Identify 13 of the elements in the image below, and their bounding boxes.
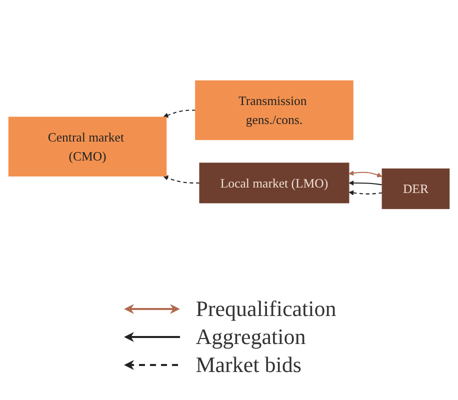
node-box: [195, 80, 354, 140]
node-box: [199, 162, 350, 204]
node-box: [382, 168, 450, 210]
arrow: [348, 190, 382, 196]
legend-label: Aggregation: [196, 324, 306, 350]
node-box: [8, 117, 167, 177]
legend-label: Market bids: [196, 352, 302, 378]
legend-label: Prequalification: [196, 296, 336, 322]
arrow: [348, 180, 382, 186]
arrow: [163, 176, 200, 184]
arrow: [163, 110, 196, 118]
flowchart: Central market (CMO) Transmission gens./cons. Local market (LMO) DER: [4, 76, 454, 214]
arrow: [348, 170, 382, 178]
